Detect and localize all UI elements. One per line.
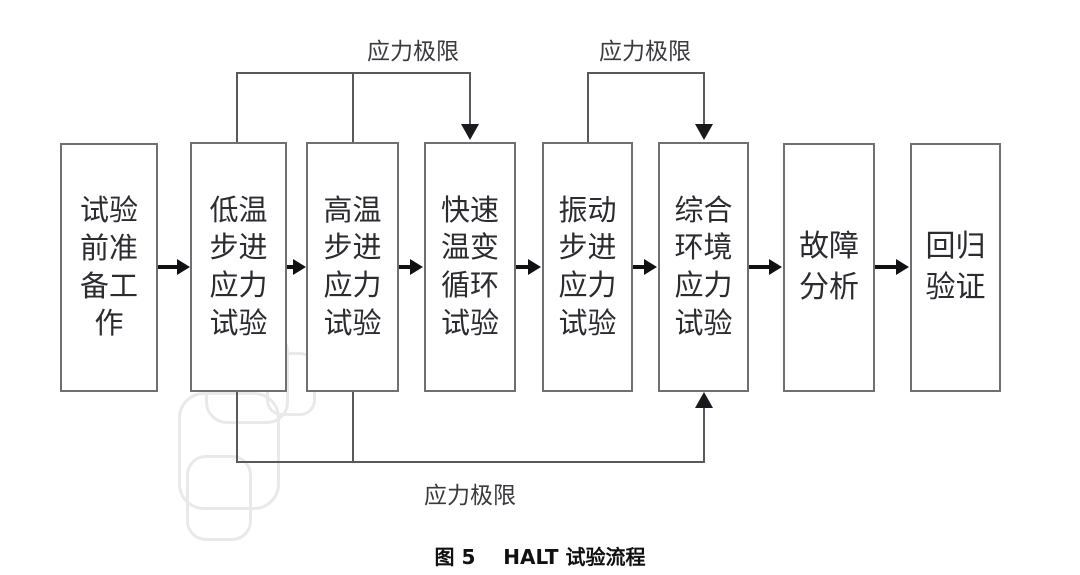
loop-bottom-arrowhead-icon	[695, 392, 713, 408]
loop-top-left-descent	[469, 72, 471, 126]
loop-bottom-run	[236, 461, 705, 463]
arrow-shaft	[633, 265, 645, 269]
loop-bottom-riser	[703, 408, 705, 462]
arrow-shaft	[399, 265, 411, 269]
figure-caption: 图 5 HALT 试验流程	[434, 545, 646, 569]
arrow-shaft	[749, 265, 770, 269]
node-prep[interactable]: 试验 前准 备工 作	[60, 143, 158, 392]
arrow-shaft	[287, 265, 294, 269]
arrow-head-icon	[528, 259, 541, 275]
node-combined-label: 综合 环境 应力 试验	[674, 192, 733, 340]
watermark-shape	[186, 455, 252, 541]
node-combined[interactable]: 综合 环境 应力 试验	[658, 142, 749, 392]
arrow-head-icon	[410, 259, 423, 275]
arrow-head-icon	[644, 259, 657, 275]
arrow-head-icon	[769, 259, 782, 275]
arrow-shaft	[158, 265, 177, 269]
loop-top-right-descent	[703, 72, 705, 126]
arrow-head-icon	[896, 259, 909, 275]
node-temp-cycle[interactable]: 快速 温变 循环 试验	[424, 142, 516, 392]
loop-top-left-riser-a	[236, 72, 238, 144]
loop-bottom-drop-b	[352, 391, 354, 463]
watermark-shape	[178, 392, 280, 510]
loop-top-left-run	[236, 72, 471, 74]
node-regression[interactable]: 回归 验证	[910, 143, 1001, 392]
arrow-shaft	[516, 265, 529, 269]
node-regression-label: 回归 验证	[925, 229, 986, 305]
loop-top-right-arrowhead-icon	[695, 124, 713, 140]
node-temp-cycle-label: 快速 温变 循环 试验	[440, 192, 499, 340]
node-fault[interactable]: 故障 分析	[783, 143, 875, 392]
node-low-temp[interactable]: 低温 步进 应力 试验	[190, 142, 287, 392]
loop-bottom-drop-a	[236, 391, 238, 463]
loop-top-left-riser-b	[352, 72, 354, 144]
loop-top-left-label: 应力极限	[367, 39, 459, 65]
node-prep-label: 试验 前准 备工 作	[79, 193, 138, 341]
loop-top-right-run	[587, 72, 705, 74]
arrow-head-icon	[177, 259, 190, 275]
loop-top-left-arrowhead-icon	[461, 124, 479, 140]
node-fault-label: 故障 分析	[799, 229, 859, 305]
loop-top-right-label: 应力极限	[599, 39, 691, 65]
node-low-temp-label: 低温 步进 应力 试验	[209, 192, 268, 340]
loop-top-right-riser	[587, 72, 589, 144]
arrow-shaft	[875, 265, 897, 269]
node-vibration-label: 振动 步进 应力 试验	[558, 192, 617, 340]
node-vibration[interactable]: 振动 步进 应力 试验	[542, 142, 633, 392]
arrow-head-icon	[293, 259, 306, 275]
node-high-temp[interactable]: 高温 步进 应力 试验	[306, 142, 399, 392]
loop-bottom-label: 应力极限	[424, 483, 516, 509]
node-high-temp-label: 高温 步进 应力 试验	[323, 192, 382, 340]
